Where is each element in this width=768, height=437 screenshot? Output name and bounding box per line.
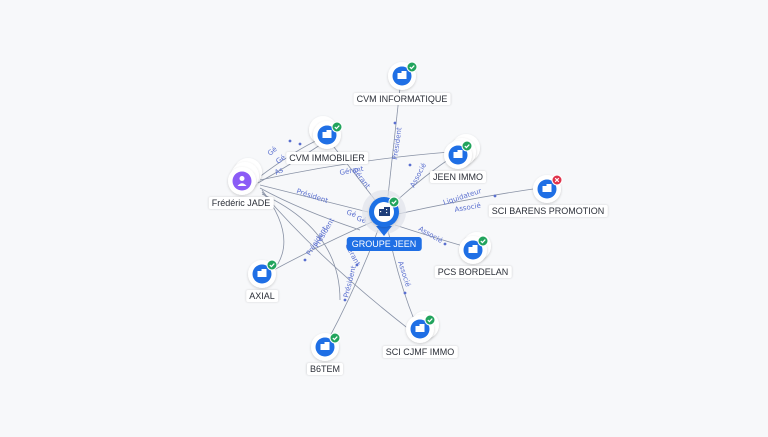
node-sci-cjmf[interactable] [406, 311, 439, 343]
node-cvm-informatique[interactable] [388, 61, 418, 90]
node-label-sci-cjmf[interactable]: SCI CJMF IMMO [382, 346, 458, 358]
building-icon [320, 342, 330, 350]
node-label-frederic-jade[interactable]: Frédéric JADE [208, 197, 274, 209]
center-node-label[interactable]: GROUPE JEEN [346, 237, 422, 251]
edge-label-president-b6tem: Président [342, 265, 358, 299]
edge-jade-center-2[interactable] [259, 187, 361, 231]
status-ok-icon [329, 332, 341, 344]
node-frederic-jade[interactable] [228, 158, 262, 195]
node-label-cvm-informatique[interactable]: CVM INFORMATIQUE [353, 93, 451, 105]
edge-jade-center[interactable] [259, 184, 369, 213]
edge-center-cvm-informatique[interactable] [387, 87, 401, 197]
status-ok-icon [266, 259, 278, 271]
node-label-sci-barens[interactable]: SCI BARENS PROMOTION [488, 205, 608, 217]
edge-label-president-jade-center: Président [295, 187, 329, 205]
edge-label-ge-jade-1: Gé [275, 154, 288, 166]
edge-jade-cvm-immobilier-2[interactable] [257, 144, 321, 184]
building-icon [542, 184, 552, 192]
building-icon [322, 130, 332, 138]
edge-center-axial[interactable] [269, 221, 373, 273]
status-ok-icon [388, 196, 400, 208]
building-icon [453, 150, 463, 158]
status-ok-icon [461, 140, 473, 152]
node-label-jeen-immo[interactable]: JEEN IMMO [429, 171, 487, 183]
status-ok-icon [424, 314, 436, 326]
building-icon [257, 269, 267, 277]
edge-arrows [288, 121, 497, 302]
node-label-cvm-immobilier[interactable]: CVM IMMOBILIER [286, 152, 368, 164]
node-jeen-immo[interactable] [444, 134, 480, 169]
edge-label-ge-center-2: Gé [355, 214, 367, 225]
status-ok-icon [477, 235, 489, 247]
edge-label-ge-jade-2: Gé [266, 145, 279, 157]
building-icon [379, 207, 390, 216]
node-sci-barens[interactable] [533, 174, 563, 203]
status-ok-icon [406, 61, 418, 73]
edge-label-ge-center-1: Gé [345, 208, 357, 219]
edge-label-as-jade: As [273, 166, 284, 177]
node-axial[interactable] [248, 259, 278, 288]
status-ok-icon [331, 121, 343, 133]
node-label-axial[interactable]: AXIAL [246, 290, 278, 302]
edge-jade-sci-cjmf[interactable] [261, 191, 411, 331]
building-icon [415, 324, 425, 332]
center-node[interactable] [362, 190, 406, 236]
edge-center-sci-barens[interactable] [397, 187, 541, 215]
edge-label-associe-jeen: Associé [409, 162, 428, 189]
edge-label-president-informatique: Président [391, 127, 404, 161]
building-icon [397, 71, 407, 79]
building-icon [468, 245, 478, 253]
edge-jade-b6tem[interactable] [261, 193, 341, 301]
node-pcs-bordelan[interactable] [459, 232, 491, 264]
person-icon [237, 176, 247, 186]
status-error-icon [551, 174, 563, 186]
node-cvm-immobilier[interactable] [309, 116, 343, 149]
node-label-pcs-bordelan[interactable]: PCS BORDELAN [434, 266, 512, 278]
edge-label-associe-barens: Associé [454, 201, 481, 213]
node-label-b6tem[interactable]: B6TEM [306, 363, 344, 375]
node-b6tem[interactable] [311, 332, 341, 361]
